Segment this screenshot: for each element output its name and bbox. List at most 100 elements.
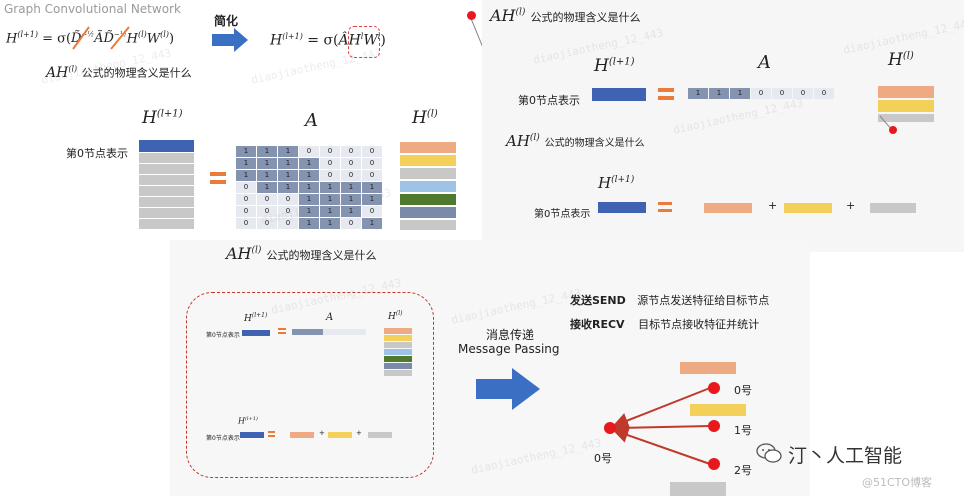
plus-sign: + [319, 429, 325, 437]
matrix-cell: 0 [278, 194, 298, 205]
right-arrow-icon [212, 28, 248, 52]
matrix-cell: 1 [299, 158, 319, 169]
matrix-cell: 1 [362, 218, 382, 229]
matrix-cell: 0 [320, 158, 340, 169]
row0-cell: 1 [688, 88, 708, 99]
matrix-cell: 1 [236, 170, 256, 181]
edge [612, 419, 711, 436]
inner-h-row [384, 335, 412, 341]
matrix-cell: 0 [320, 170, 340, 181]
a-label: A [305, 110, 318, 131]
inner-equals [268, 431, 275, 433]
h-row [878, 86, 934, 98]
node-0-label: 0号 [734, 384, 752, 397]
inner-equals [268, 435, 275, 437]
h-row [878, 114, 934, 122]
inner-bar [242, 330, 270, 336]
matrix-cell: 1 [299, 194, 319, 205]
inner-h-row [384, 328, 412, 334]
h-row-sum-term [784, 203, 832, 213]
inner-h-row [384, 370, 412, 376]
matrix-cell: 1 [299, 170, 319, 181]
a-label: A [758, 52, 771, 73]
matrix-cell: 0 [299, 146, 319, 157]
matrix-cell: 1 [341, 206, 361, 217]
h-row [400, 181, 456, 192]
h-row [400, 155, 456, 166]
question: AH(l) 公式的物理含义是什么 [46, 64, 192, 81]
red-dot [467, 11, 476, 20]
send-row: 发送SEND 源节点发送特征给目标节点 [570, 292, 769, 308]
matrix-cell: 0 [236, 218, 256, 229]
slide-title: Graph Convolutional Network [4, 2, 181, 16]
message-graph [604, 362, 746, 496]
h-row [400, 220, 456, 230]
matrix-cell: 0 [362, 146, 382, 157]
feature-bar-1 [690, 404, 746, 416]
right-arrow-icon [476, 368, 540, 410]
red-dot [889, 126, 897, 134]
h-next-row0 [598, 202, 646, 213]
inner-h-row [384, 356, 412, 362]
blog-brand: @51CTO博客 [862, 476, 933, 489]
matrix-cell: 1 [320, 194, 340, 205]
matrix-cell: 1 [320, 218, 340, 229]
question-1: AH(l) 公式的物理含义是什么 [490, 6, 641, 25]
node0-label: 第0节点表示 [66, 147, 128, 160]
matrix-cell: 0 [341, 170, 361, 181]
matrix-cell: 0 [257, 194, 277, 205]
h-next-row0 [139, 140, 194, 152]
inner-h-next-label: H(l+1) [244, 312, 268, 324]
h-row [400, 142, 456, 153]
inner-equals [278, 332, 286, 334]
matrix-cell: 1 [257, 158, 277, 169]
h-next-label-2: H(l+1) [598, 174, 635, 192]
h-row [400, 194, 456, 205]
inner-h-label: H(l) [388, 310, 403, 322]
matrix-cell: 1 [341, 194, 361, 205]
matrix-cell: 0 [341, 158, 361, 169]
matrix-cell: 1 [320, 182, 340, 193]
highlight-box [348, 26, 380, 58]
node0-label-2: 第0节点表示 [534, 209, 591, 220]
graph-node-target [604, 422, 616, 434]
h-next-row0 [592, 88, 646, 101]
node0-label: 第0节点表示 [518, 94, 580, 107]
matrix-cell: 0 [362, 158, 382, 169]
matrix-cell: 0 [236, 182, 256, 193]
row0-cell: 1 [709, 88, 729, 99]
matrix-cell: 0 [341, 218, 361, 229]
matrix-cell: 0 [236, 194, 256, 205]
matrix-cell: 1 [299, 182, 319, 193]
equals-sign [658, 202, 672, 205]
matrix-cell: 1 [362, 194, 382, 205]
inner-h-row [384, 342, 412, 348]
inner-sum-term [328, 432, 352, 438]
row0-cell: 0 [772, 88, 792, 99]
h-row-sum-term [870, 203, 916, 213]
matrix-cell: 1 [257, 182, 277, 193]
inner-sum-term [290, 432, 314, 438]
question: AH(l) 公式的物理含义是什么 [226, 244, 377, 263]
h-next-label: H(l+1) [142, 108, 183, 128]
equals-sign [210, 172, 226, 176]
h-row-sum-term [704, 203, 752, 213]
h-label: H(l) [888, 50, 914, 70]
send-desc: 源节点发送特征给目标节点 [637, 294, 770, 307]
matrix-cell: 1 [278, 146, 298, 157]
inner-sum-term [368, 432, 392, 438]
feature-bar-2 [670, 482, 726, 496]
wechat-brand: 汀丶人工智能 [788, 445, 903, 467]
matrix-cell: 1 [278, 182, 298, 193]
equals-sign [658, 88, 674, 92]
recv-row: 接收RECV 目标节点接收特征并统计 [570, 316, 759, 332]
simplify-label: 简化 [214, 14, 239, 28]
matrix-cell: 0 [278, 206, 298, 217]
row0-cell: 0 [751, 88, 771, 99]
matrix-cell: 1 [362, 182, 382, 193]
matrix-cell: 1 [278, 158, 298, 169]
